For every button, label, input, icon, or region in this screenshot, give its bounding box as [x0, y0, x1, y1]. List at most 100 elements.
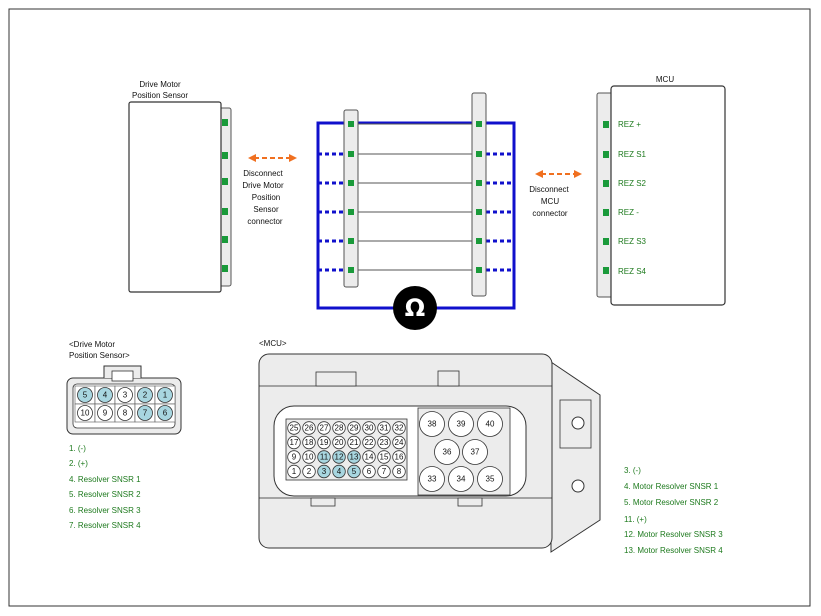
pin-number: 30 — [365, 424, 374, 433]
connector-pin: 8 — [392, 464, 406, 479]
connector-pin: 2 — [302, 464, 316, 479]
connector-pin: 23 — [377, 435, 391, 450]
sensor-body — [128, 101, 222, 293]
pin-number: 33 — [428, 475, 437, 484]
probe-terminals — [348, 121, 482, 273]
pin-number: 8 — [397, 467, 402, 476]
connector-pin: 1 — [287, 464, 301, 479]
mcu-pin-rez-s3: REZ S3 — [618, 237, 647, 246]
connector-pin: 24 — [392, 435, 406, 450]
pin-number: 32 — [395, 424, 404, 433]
pin-number: 29 — [350, 424, 359, 433]
mcu-disconnect-line1: Disconnect — [529, 185, 569, 194]
sensor-title-line2: Position Sensor — [132, 91, 188, 100]
terminal-icon — [222, 208, 228, 215]
connector-pin: 10 — [74, 403, 96, 423]
connector-pin: 4 — [94, 385, 116, 405]
terminal-icon — [348, 121, 354, 127]
pin-number: 5 — [352, 467, 357, 476]
connector-pin: 11 — [317, 450, 331, 464]
mcu-disconnect-label: Disconnect MCU connector — [529, 185, 569, 218]
right-probe-strip — [471, 92, 487, 297]
sensor-title-line1: Drive Motor — [139, 80, 181, 89]
connector-pin: 22 — [362, 435, 376, 450]
pin-number: 28 — [335, 424, 344, 433]
pin-number: 27 — [320, 424, 329, 433]
terminal-icon — [476, 180, 482, 186]
sensor-legend-item: 1. (-) — [69, 444, 86, 453]
pin-number: 23 — [380, 438, 389, 447]
mcu-connector-legend: 3. (-) 4. Motor Resolver SNSR 1 5. Motor… — [624, 466, 723, 555]
pin-number: 2 — [143, 391, 148, 400]
sensor-disconnect-line1: Disconnect — [243, 169, 283, 178]
pin-number: 1 — [163, 391, 168, 400]
pin-number: 6 — [367, 467, 372, 476]
left-probe-strip — [343, 109, 359, 288]
terminal-icon — [603, 180, 609, 187]
pin-number: 10 — [305, 453, 314, 462]
pin-number: 24 — [395, 438, 404, 447]
pin-number: 37 — [471, 448, 480, 457]
terminal-icon — [603, 121, 609, 128]
connector-pin: 3 — [114, 385, 136, 405]
pin-number: 3 — [123, 391, 128, 400]
mcu-connector-flange — [550, 361, 601, 553]
pin-number: 17 — [290, 438, 299, 447]
terminal-icon — [348, 267, 354, 273]
pin-number: 22 — [365, 438, 374, 447]
terminal-icon — [603, 238, 609, 245]
connector-pin: 9 — [94, 403, 116, 423]
sensor-block: Drive Motor Position Sensor — [128, 80, 232, 293]
terminal-icon — [348, 209, 354, 215]
mcu-legend-item: 11. (+) — [624, 515, 647, 524]
measurement-circuit: Ω — [316, 92, 516, 330]
pin-number: 18 — [305, 438, 314, 447]
sensor-connector-legend: 1. (-) 2. (+) 4. Resolver SNSR 1 5. Reso… — [69, 444, 141, 530]
connector-pin: 35 — [477, 466, 503, 492]
mcu-legend-item: 4. Motor Resolver SNSR 1 — [624, 482, 719, 491]
mcu-legend-item: 5. Motor Resolver SNSR 2 — [624, 498, 719, 507]
pin-number: 15 — [380, 453, 389, 462]
connector-pin: 14 — [362, 450, 376, 464]
terminal-icon — [348, 238, 354, 244]
mcu-title: MCU — [656, 75, 674, 84]
mount-hole-icon — [571, 479, 585, 493]
connector-pin: 8 — [114, 403, 136, 423]
pin-number: 5 — [83, 391, 88, 400]
mcu-pin-rez-s4: REZ S4 — [618, 267, 647, 276]
terminal-icon — [222, 265, 228, 272]
mcu-terminals — [603, 121, 609, 274]
wire-lines — [318, 123, 514, 272]
mcu-legend-item: 13. Motor Resolver SNSR 4 — [624, 546, 723, 555]
mcu-connector-title: <MCU> — [259, 339, 287, 348]
pin-number: 26 — [305, 424, 314, 433]
connector-pin: 18 — [302, 435, 316, 450]
pin-number: 34 — [457, 475, 466, 484]
connector-pin: 37 — [462, 439, 488, 465]
terminal-icon — [222, 236, 228, 243]
terminal-icon — [476, 238, 482, 244]
pin-number: 3 — [322, 467, 327, 476]
connector-pin: 21 — [347, 435, 361, 450]
pin-number: 25 — [290, 424, 299, 433]
terminal-icon — [476, 121, 482, 127]
mcu-legend-item: 12. Motor Resolver SNSR 3 — [624, 530, 723, 539]
pin-number: 13 — [350, 453, 359, 462]
sensor-disconnect-line4: Sensor — [253, 205, 279, 214]
terminal-icon — [476, 151, 482, 157]
pin-number: 31 — [380, 424, 389, 433]
sensor-legend-item: 7. Resolver SNSR 4 — [69, 521, 141, 530]
pin-number: 9 — [292, 453, 297, 462]
pin-number: 8 — [123, 409, 128, 418]
mcu-disconnect-line3: connector — [532, 209, 567, 218]
connector-pin: 38 — [419, 411, 445, 437]
pin-number: 39 — [457, 420, 466, 429]
sensor-disconnect-line2: Drive Motor — [242, 181, 284, 190]
pin-number: 7 — [143, 409, 148, 418]
connector-pin: 20 — [332, 435, 346, 450]
connector-pin: 3 — [317, 464, 331, 479]
connector-pin: 29 — [347, 421, 361, 435]
